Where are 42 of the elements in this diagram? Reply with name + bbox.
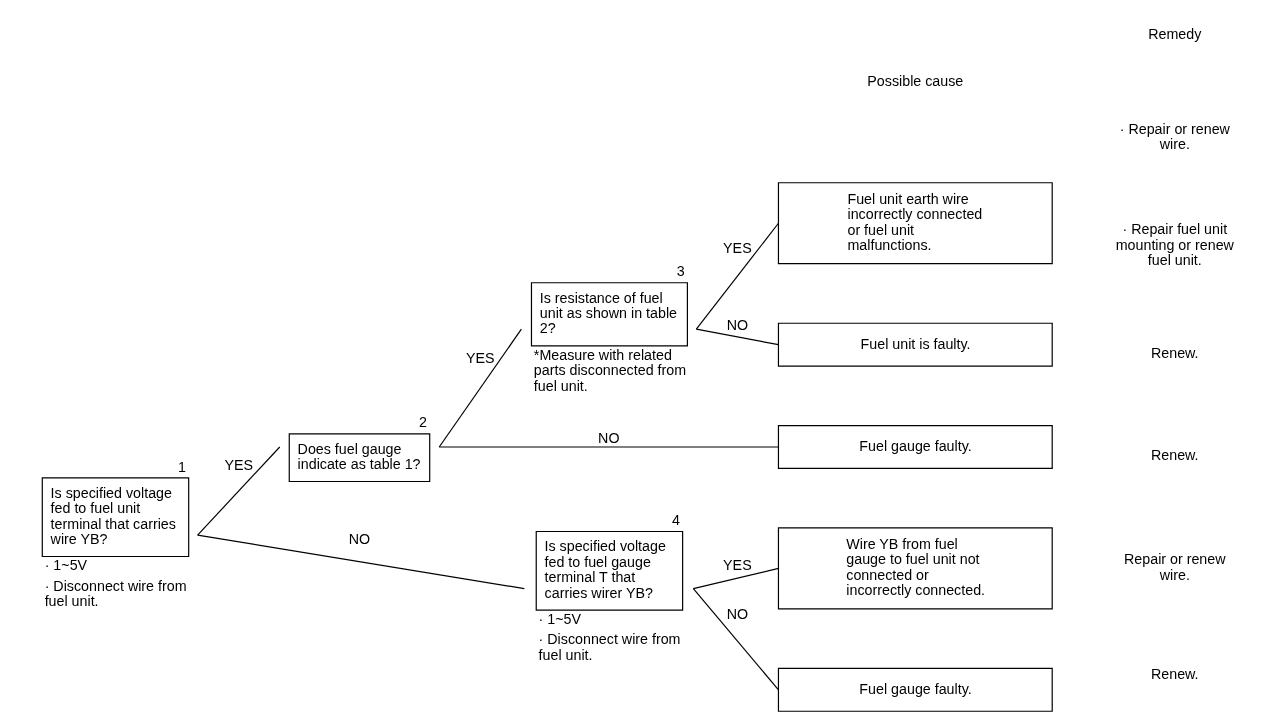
node-label: *Measure with related parts disconnected from fuel unit.	[533, 346, 686, 394]
node-box: Fuel unit earth wire incorrectly connected or fuel unit malfunctions.	[777, 181, 1053, 264]
connector	[438, 445, 779, 448]
connector	[438, 328, 522, 448]
edge-label: YES	[722, 239, 752, 256]
edge-label: YES	[223, 456, 253, 473]
edge-label: YES	[722, 556, 752, 573]
node-box: Wire YB from fuel gauge to fuel unit not connected or incorrectly connected.	[777, 526, 1053, 609]
label: · Repair fuel unit mounting or renew fuel unit.	[1115, 220, 1234, 268]
connector	[196, 445, 280, 536]
connector	[695, 328, 779, 345]
label: Remedy	[1147, 25, 1201, 42]
node-label: · 1~5V	[44, 556, 87, 573]
node-label: 4	[671, 511, 680, 528]
connector	[196, 534, 525, 589]
node-label: 3	[676, 262, 685, 279]
node-label: · 1~5V	[538, 610, 581, 627]
label: Repair or renew wire.	[1123, 550, 1226, 583]
edge-label: NO	[726, 316, 748, 333]
node-box: Fuel gauge faulty.	[777, 424, 1053, 469]
label: Renew.	[1150, 446, 1199, 463]
node-label: · Disconnect wire from fuel unit.	[44, 577, 187, 609]
node-label: · Disconnect wire from fuel unit.	[538, 630, 681, 663]
label: Renew.	[1150, 344, 1199, 361]
node-label: 1	[177, 458, 186, 475]
connector	[695, 222, 779, 330]
label: Renew.	[1150, 665, 1199, 682]
connector	[692, 587, 779, 690]
node-label: 2	[418, 413, 427, 430]
connector	[692, 567, 779, 589]
node-box: Is specified voltage fed to fuel unit terminal that carries wire YB?	[41, 476, 189, 557]
node-box: Fuel gauge faulty.	[777, 667, 1053, 712]
edge-label: NO	[597, 429, 620, 446]
node-box: Does fuel gauge indicate as table 1?	[288, 432, 430, 482]
node-box: Is specified voltage fed to fuel gauge terminal T that carries wirer YB?	[535, 530, 683, 611]
edge-label: NO	[726, 605, 748, 622]
node-box: Fuel unit is faulty.	[777, 322, 1053, 367]
edge-label: YES	[465, 349, 495, 366]
edge-label: NO	[348, 530, 370, 547]
node-box: Is resistance of fuel unit as shown in table 2?	[530, 281, 688, 346]
label: Possible cause	[866, 72, 963, 89]
label: · Repair or renew wire.	[1119, 120, 1230, 152]
